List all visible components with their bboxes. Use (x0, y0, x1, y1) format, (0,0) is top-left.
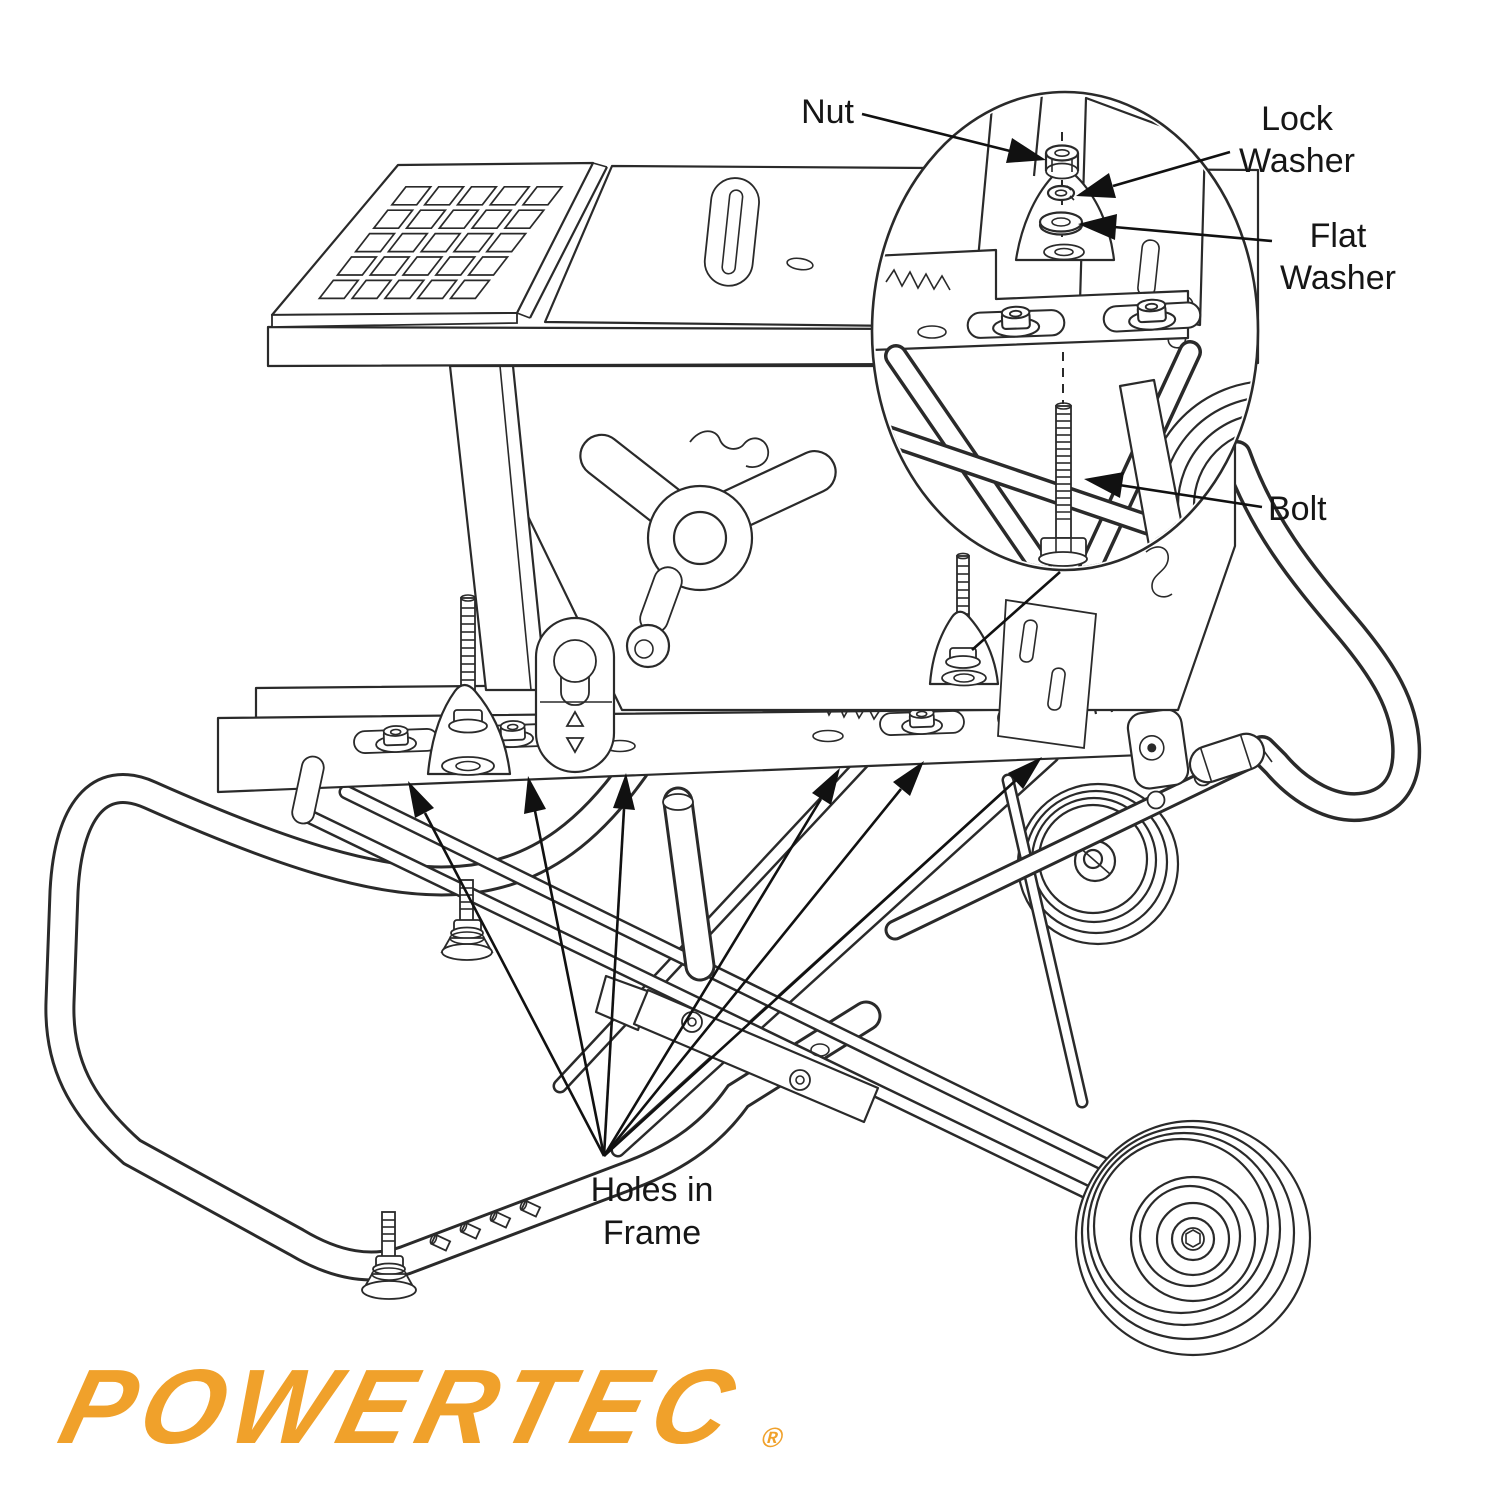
inset-bolt-leader (971, 571, 1061, 651)
front-leg-tube (1001, 773, 1089, 1109)
lock-knob (625, 623, 671, 669)
stand-loop-handle (44, 726, 882, 1282)
mounting-gusset-right (928, 552, 1000, 687)
leveling-foot-mid (440, 879, 494, 961)
holes-in-frame-label-line2: Frame (603, 1214, 701, 1252)
magnifier-inset (870, 90, 1260, 572)
power-switch (534, 616, 616, 774)
blade-guard-clip (1145, 546, 1173, 598)
leveling-foot-bottom (361, 1211, 417, 1300)
pivot-clevis (1126, 708, 1190, 790)
switch-down-arrow-icon (565, 737, 585, 754)
nut-label: Nut (801, 93, 854, 131)
side-bracket-panel (997, 598, 1097, 750)
blade-insert-plate (703, 177, 760, 287)
holes-in-frame-label-line1: Holes in (591, 1171, 714, 1209)
hinge-grip (1188, 732, 1266, 784)
registered-trademark-icon: ® (758, 1422, 787, 1454)
loop-carriage-bolts (429, 1199, 542, 1252)
vented-extension-wing (270, 161, 595, 317)
holes-in-frame-arrows (408, 757, 1042, 1157)
lock-washer-label-line1: Lock (1261, 100, 1334, 138)
inset-lock-washer (1046, 184, 1076, 202)
inset-circle-outline (870, 90, 1260, 572)
center-brace-plate (594, 974, 880, 1124)
bolt-label: Bolt (1268, 490, 1327, 528)
inset-bolt (1038, 402, 1088, 567)
big-wheel (1074, 1119, 1312, 1357)
center-post-tube (662, 786, 716, 982)
frame-hole (812, 729, 844, 743)
lock-washer-label-line2: Washer (1239, 142, 1355, 180)
switch-keyhole (553, 639, 597, 683)
blade-tilt-clamp (689, 430, 770, 468)
flat-washer-label-line1: Flat (1310, 217, 1367, 255)
inset-nut (1044, 144, 1080, 180)
inset-spring (885, 268, 951, 291)
inset-flat-washer (1038, 211, 1084, 236)
mounting-gusset-left (426, 594, 512, 776)
height-adjust-handwheel (579, 430, 837, 669)
powertec-logo: POWERTEC ® (49, 1347, 787, 1465)
powertec-logo-text: POWERTEC (49, 1347, 753, 1465)
saw-tabletop (268, 161, 1260, 366)
switch-up-arrow-icon (565, 710, 585, 727)
flat-washer-label-line2: Washer (1280, 259, 1396, 297)
vent-grid (319, 187, 561, 299)
callout-arrows (861, 112, 1273, 509)
